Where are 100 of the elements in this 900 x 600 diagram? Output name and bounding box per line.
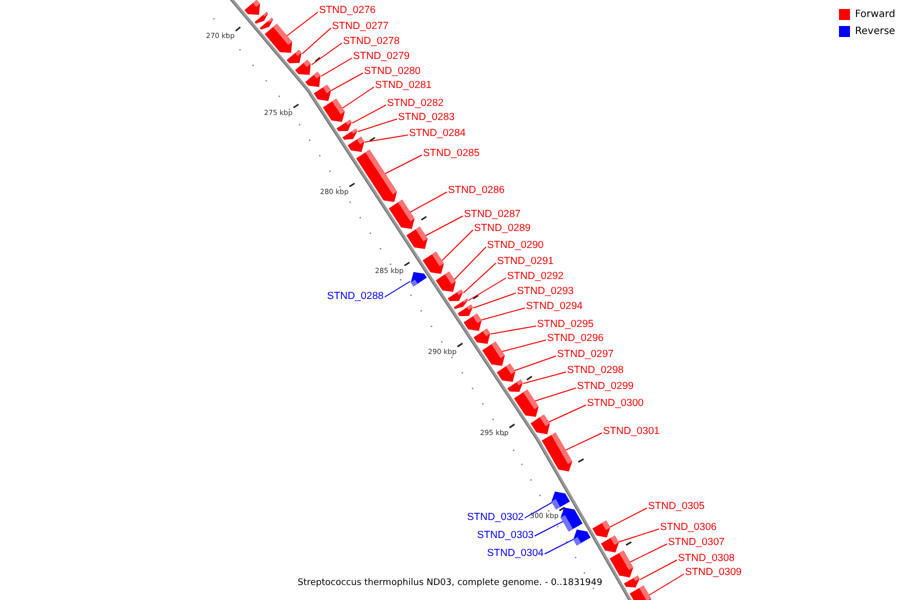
gene-feature	[542, 432, 572, 472]
gene-label: STND_0293	[517, 286, 574, 298]
gene-feature	[560, 507, 583, 532]
gene-feature	[551, 491, 570, 510]
gene-label: STND_0306	[660, 522, 717, 534]
gene-feature	[600, 536, 619, 553]
leader-line	[330, 72, 364, 92]
leader-line	[286, 12, 318, 36]
gene-feature	[322, 98, 345, 122]
gene-feature	[624, 576, 640, 588]
leader-line	[502, 340, 546, 352]
gene-label: STND_0299	[577, 381, 634, 393]
gene-label: STND_0277	[332, 21, 389, 33]
leader-line	[534, 388, 576, 402]
leader-line	[522, 372, 566, 384]
leader-line	[454, 246, 486, 280]
leader-line	[565, 432, 602, 451]
leader-line	[410, 192, 448, 213]
gene-label: STND_0287	[464, 209, 521, 221]
leader-line	[640, 560, 678, 580]
leader-line	[544, 538, 574, 554]
gene-label: STND_0308	[678, 553, 735, 565]
gene-feature	[530, 414, 550, 434]
gene-label: STND_0282	[387, 98, 444, 110]
gene-feature	[592, 520, 610, 538]
leader-line	[524, 502, 552, 518]
gene-label: STND_0302	[467, 512, 524, 524]
gene-label: STND_0292	[507, 271, 564, 283]
gene-feature	[436, 272, 456, 292]
gene-label: STND_0301	[603, 426, 660, 438]
gene-feature	[474, 328, 490, 344]
gene-feature	[448, 290, 463, 302]
leader-line	[462, 262, 496, 294]
gene-feature	[348, 136, 364, 152]
gene-label: STND_0285	[423, 148, 480, 160]
gene-label: STND_0300	[587, 398, 644, 410]
leader-line	[472, 292, 516, 308]
gene-label: STND_0309	[685, 567, 742, 579]
gene-feature	[410, 272, 427, 286]
leader-line	[609, 508, 648, 528]
gene-feature	[458, 304, 473, 316]
gene-label: STND_0289	[474, 223, 531, 235]
leader-line	[302, 28, 332, 54]
leader-line	[364, 134, 408, 143]
leader-line	[357, 118, 398, 132]
gene-feature	[286, 50, 302, 64]
leader-line	[311, 42, 342, 66]
gene-feature	[464, 314, 482, 331]
gene-label: STND_0283	[398, 112, 455, 124]
gene-label: STND_0305	[648, 501, 705, 513]
leader-line	[648, 574, 684, 596]
leader-line	[342, 86, 374, 109]
gene-feature	[305, 72, 320, 87]
gene-feature	[422, 252, 444, 274]
gene-feature	[260, 18, 274, 30]
gene-feature	[496, 364, 516, 382]
gene-feature	[342, 128, 358, 140]
gene-feature	[254, 12, 268, 24]
caption: Streptococcus thermophilus ND03, complete genome. - 0..1831949	[298, 578, 602, 588]
gene-feature	[314, 84, 332, 101]
gene-feature	[356, 150, 397, 202]
gene-label: STND_0276	[319, 5, 376, 17]
gene-label: STND_0284	[409, 128, 466, 140]
leader-line	[534, 520, 564, 536]
gene-feature	[295, 60, 311, 75]
leader-line	[480, 308, 526, 320]
gene-label: STND_0298	[567, 365, 624, 377]
gene-label: STND_0288	[327, 291, 384, 303]
gene-label: STND_0279	[353, 51, 410, 63]
leader-line	[384, 154, 422, 174]
gene-label: STND_0297	[557, 349, 614, 361]
leader-line	[630, 544, 668, 563]
gene-label: STND_0296	[547, 333, 604, 345]
leader-line	[490, 326, 536, 334]
leader-line	[468, 278, 506, 301]
gene-feature	[264, 24, 292, 53]
leader-line	[548, 404, 586, 422]
leader-line	[425, 216, 464, 236]
gene-feature	[388, 200, 415, 229]
gene-feature	[507, 380, 523, 392]
gene-label: STND_0278	[343, 36, 400, 48]
gene-label: STND_0291	[497, 256, 554, 268]
gene-feature	[573, 529, 591, 546]
gene-feature	[406, 226, 428, 249]
gene-label: STND_0281	[375, 80, 432, 92]
gene-feature	[454, 298, 468, 309]
gene-feature	[482, 342, 505, 366]
gene-label: STND_0307	[668, 537, 725, 549]
gene-label: STND_0295	[537, 319, 594, 331]
gene-label: STND_0280	[364, 66, 421, 78]
leader-line	[514, 356, 556, 371]
leader-line	[320, 58, 352, 77]
legend-label: Forward	[855, 9, 896, 21]
gene-label: STND_0303	[477, 530, 534, 542]
leader-line	[618, 528, 660, 543]
gene-feature	[630, 586, 652, 600]
gene-feature	[336, 120, 352, 132]
gene-feature	[244, 0, 260, 15]
leader-line	[352, 104, 386, 124]
gene-label: STND_0286	[448, 185, 505, 197]
